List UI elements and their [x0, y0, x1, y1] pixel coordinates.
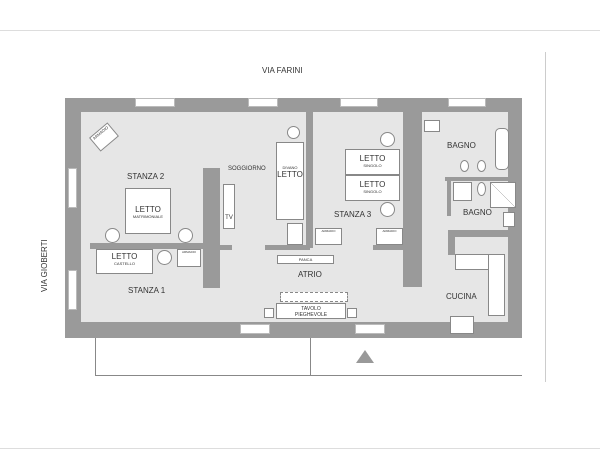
window: [240, 324, 270, 334]
doccia: [490, 182, 516, 208]
comodino: [157, 250, 172, 265]
tv-unit: TV: [223, 184, 235, 229]
comodino: [178, 228, 193, 243]
letto-matrimoniale: LETTO MATRIMONIALE: [125, 188, 171, 234]
sedia: [264, 308, 274, 318]
tavolo-label: TAVOLO: [301, 306, 321, 312]
armadio-label: ARMADIO: [181, 250, 196, 254]
room-label-bagno2: BAGNO: [463, 208, 492, 217]
letto-singolo-1: LETTO SINGOLO: [345, 149, 400, 175]
wall-right: [508, 98, 522, 338]
tavolo-pieghevole: TAVOLO PIEGHEVOLE: [276, 303, 346, 319]
letto-castello: LETTO CASTELLO: [96, 249, 153, 274]
letto-label: LETTO: [277, 170, 303, 179]
window: [68, 270, 77, 310]
wall-stanza2-stanza1: [90, 243, 203, 249]
wall-stanza3-bagno: [403, 112, 422, 287]
armadio-stanza3: ARMADIO: [315, 228, 342, 245]
letto-label: LETTO: [359, 154, 386, 163]
comodino: [105, 228, 120, 243]
wall-bagni: [445, 177, 508, 181]
courtyard-line: [95, 375, 522, 376]
window: [135, 98, 175, 107]
letto-label: LETTO: [359, 180, 386, 189]
armadio-soggiorno: [287, 223, 303, 245]
armadio-stanza3: ARMADIO: [376, 228, 403, 245]
lavatrice: [453, 182, 472, 201]
wall-stanza2-soggiorno: [203, 168, 220, 288]
comodino: [380, 132, 395, 147]
courtyard-line: [310, 338, 311, 376]
wall: [373, 245, 403, 250]
panca: PANCA: [277, 255, 334, 264]
frame-line: [0, 30, 600, 31]
wall: [265, 245, 310, 250]
armadio-stanza1: ARMADIO: [177, 249, 201, 267]
wall: [447, 181, 451, 216]
comodino: [380, 202, 395, 217]
frame-line: [545, 52, 546, 382]
room-label-stanza1: STANZA 1: [128, 286, 166, 295]
window: [248, 98, 278, 107]
sedia: [347, 308, 357, 318]
room-label-bagno1: BAGNO: [447, 141, 476, 150]
window: [340, 98, 378, 107]
tv-label: TV: [225, 215, 233, 221]
wc: [460, 160, 469, 172]
wall-bottom: [65, 322, 522, 338]
divano-label: DIVANO: [282, 165, 298, 170]
letto-label: LETTO: [111, 252, 138, 261]
letto-label: LETTO: [135, 205, 161, 214]
armadio-label: ARMADIO: [382, 229, 397, 233]
entrance-arrow-icon: [356, 350, 374, 363]
wall: [448, 230, 455, 255]
window: [448, 98, 486, 107]
wall-soggiorno-stanza3: [306, 112, 313, 248]
matrimoniale-label: MATRIMONIALE: [132, 214, 164, 219]
letto-singolo-2: LETTO SINGOLO: [345, 175, 400, 201]
window: [355, 324, 385, 334]
wc: [477, 182, 486, 196]
divano-letto: DIVANO LETTO: [276, 142, 304, 220]
room-label-soggiorno: SOGGIORNO: [228, 166, 266, 172]
wall-top: [65, 98, 522, 112]
courtyard-line: [95, 338, 96, 376]
room-label-atrio: ATRIO: [298, 270, 322, 279]
armadio-label: ARMADIO: [321, 229, 336, 233]
wall-bagno-cucina: [448, 230, 508, 237]
wall: [220, 245, 232, 250]
tavolo-apertura: [280, 292, 348, 302]
lavabo: [503, 212, 515, 227]
vasca: [495, 128, 509, 170]
bidet: [477, 160, 486, 172]
window: [68, 168, 77, 208]
street-via-gioberti: VIA GIOBERTI: [40, 239, 49, 292]
pieghevole-label: PIEGHEVOLE: [294, 312, 328, 318]
singolo-label: SINGOLO: [363, 163, 382, 168]
lavabo: [424, 120, 440, 132]
poltrona: [287, 126, 300, 139]
panca-label: PANCA: [298, 257, 313, 262]
piano-cucina-laterale: [488, 254, 505, 316]
room-label-cucina: CUCINA: [446, 292, 477, 301]
room-label-stanza2: STANZA 2: [127, 172, 165, 181]
castello-label: CASTELLO: [114, 261, 135, 266]
street-via-farini: VIA FARINI: [262, 66, 303, 75]
frigorifero: [450, 316, 474, 334]
singolo-label: SINGOLO: [363, 189, 382, 194]
frame-line: [0, 448, 600, 449]
room-label-stanza3: STANZA 3: [334, 210, 372, 219]
